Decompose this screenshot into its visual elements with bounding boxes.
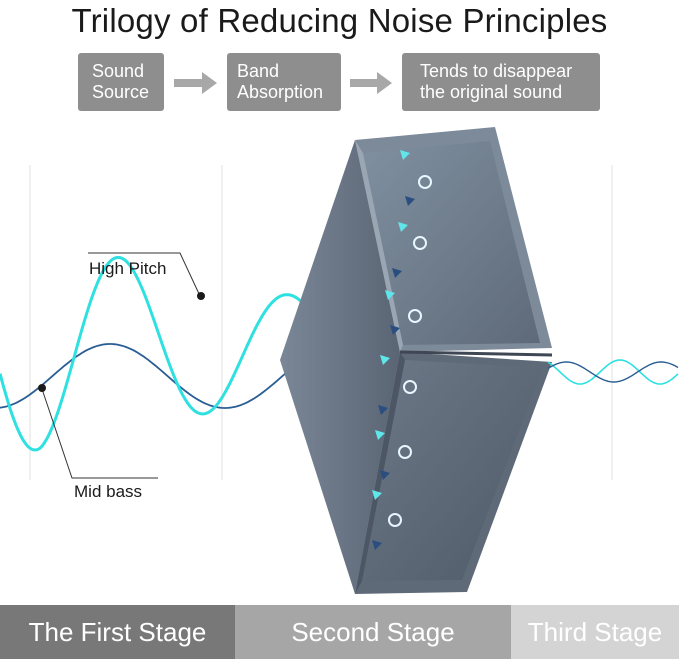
stage-third: Third Stage [511, 605, 679, 659]
high-pitch-wave [0, 255, 361, 452]
swirl-icon [388, 513, 402, 527]
high-pitch-marker [197, 292, 205, 300]
mid-bass-label: Mid bass [74, 482, 142, 501]
arrow-icon [390, 325, 400, 335]
flow-arrow-icon [174, 72, 217, 94]
arrow-icon [375, 430, 385, 440]
high-pitch-label: High Pitch [89, 259, 166, 278]
flow-box-line: Absorption [237, 82, 324, 102]
flow-box-line: Sound [92, 61, 145, 81]
flow-box-disappear: Tends to disappear the original sound [402, 53, 600, 111]
flow-box-sound-source: Sound Source [78, 53, 164, 111]
residual-high-wave [547, 359, 679, 385]
arrow-icon [380, 470, 390, 480]
flow-box-line: Source [92, 82, 150, 102]
flow-box-line: Tends to disappear [420, 61, 573, 81]
arrow-icon [405, 196, 415, 206]
flow-box-band-absorption: Band Absorption [227, 53, 341, 111]
arrow-icon [378, 405, 388, 415]
mid-bass-leader [41, 388, 158, 479]
arrow-icon [380, 355, 390, 365]
acoustic-panel-icon [280, 127, 553, 594]
swirl-icon [413, 236, 427, 250]
arrow-icon [398, 222, 408, 232]
high-pitch-leader [88, 252, 201, 297]
stage-first: The First Stage [0, 605, 235, 659]
flow-box-line: the original sound [420, 82, 563, 102]
stage-bar: The First Stage Second Stage Third Stage [0, 605, 679, 659]
flow-box-line: Band [237, 61, 280, 81]
residual-mid-wave [547, 361, 679, 383]
stage-second: Second Stage [235, 605, 511, 659]
mid-bass-marker [38, 384, 46, 392]
arrow-icon [372, 540, 382, 550]
swirl-icon [398, 445, 412, 459]
absorption-arrows [372, 150, 432, 550]
diagram-title: Trilogy of Reducing Noise Principles [71, 2, 608, 39]
arrow-icon [392, 268, 402, 278]
arrow-icon [400, 150, 410, 160]
arrow-icon [372, 490, 382, 500]
swirl-icon [403, 380, 417, 394]
arrow-icon [385, 290, 395, 300]
flow-arrow-icon [350, 72, 392, 94]
swirl-icon [418, 175, 432, 189]
swirl-icon [408, 309, 422, 323]
